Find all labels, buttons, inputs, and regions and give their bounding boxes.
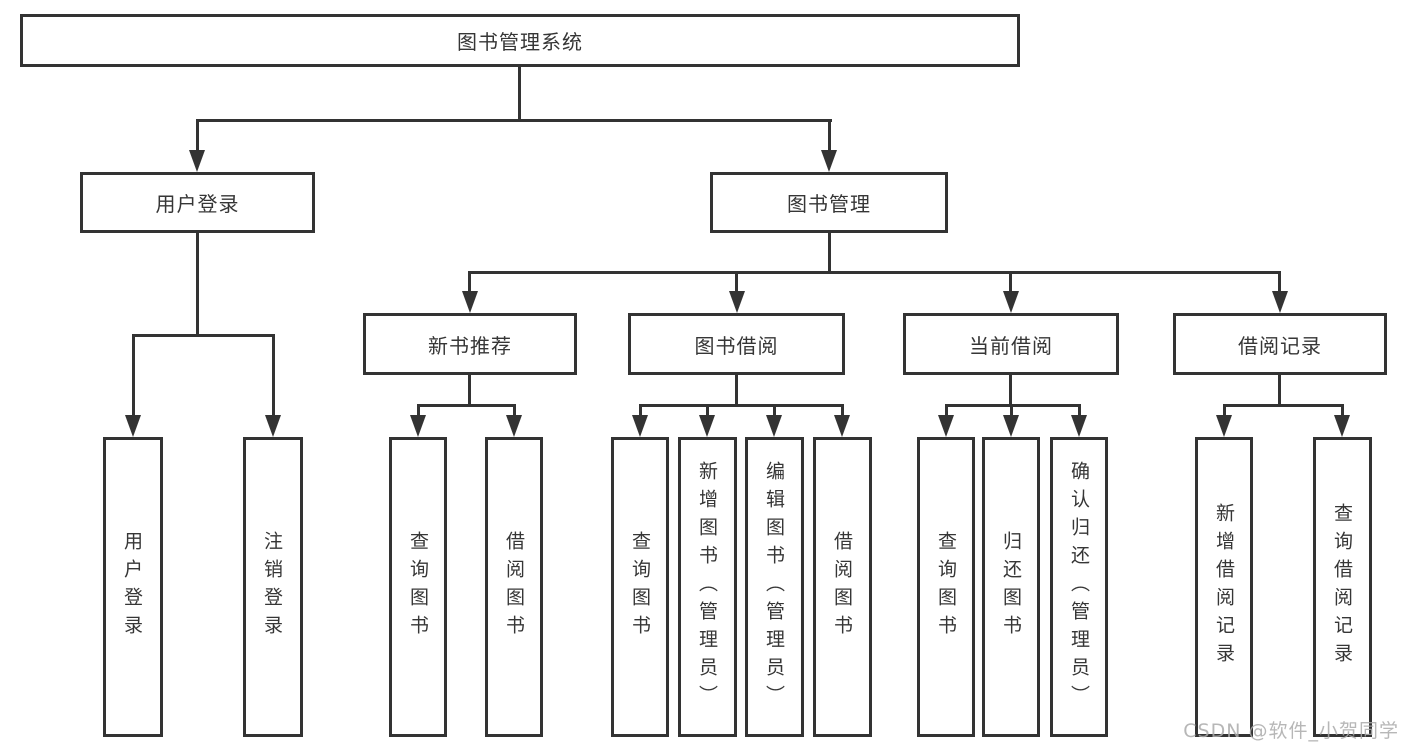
connector-line — [417, 404, 420, 416]
connector-line — [196, 119, 832, 122]
connector-line — [735, 374, 738, 406]
connector-line — [468, 271, 1281, 274]
node-leaf-user-login: 用户登录 — [103, 437, 163, 737]
node-leaf-confirm-return-admin: 确认归还（管理员） — [1050, 437, 1108, 737]
connector-line — [945, 404, 948, 416]
connector-line — [639, 404, 642, 416]
arrow-down-icon — [729, 291, 745, 313]
arrow-down-icon — [1071, 415, 1087, 437]
connector-line — [1010, 404, 1013, 416]
connector-line — [1278, 374, 1281, 406]
connector-line — [417, 404, 516, 407]
node-book-management: 图书管理 — [710, 172, 948, 233]
connector-line — [1341, 404, 1344, 416]
node-borrow-records: 借阅记录 — [1173, 313, 1387, 375]
connector-line — [468, 271, 471, 293]
node-leaf-query-books-borrow: 查询图书 — [611, 437, 669, 737]
arrow-down-icon — [1003, 291, 1019, 313]
arrow-down-icon — [821, 150, 837, 172]
node-current-borrow: 当前借阅 — [903, 313, 1119, 375]
node-new-book-recommend: 新书推荐 — [363, 313, 577, 375]
connector-line — [132, 334, 275, 337]
connector-line — [639, 404, 844, 407]
node-library-management-system: 图书管理系统 — [20, 14, 1020, 67]
connector-line — [828, 119, 831, 152]
node-book-borrow: 图书借阅 — [628, 313, 845, 375]
node-leaf-borrow-books-recommend: 借阅图书 — [485, 437, 543, 737]
connector-line — [1009, 374, 1012, 406]
connector-line — [841, 404, 844, 416]
node-leaf-add-books-admin: 新增图书（管理员） — [678, 437, 737, 737]
connector-line — [518, 67, 521, 122]
node-leaf-borrow-books: 借阅图书 — [813, 437, 872, 737]
arrow-down-icon — [766, 415, 782, 437]
arrow-down-icon — [1334, 415, 1350, 437]
node-leaf-query-borrow-record: 查询借阅记录 — [1313, 437, 1372, 737]
connector-line — [1223, 404, 1226, 416]
connector-line — [706, 404, 709, 416]
connector-line — [1009, 271, 1012, 293]
arrow-down-icon — [632, 415, 648, 437]
connector-line — [513, 404, 516, 416]
arrow-down-icon — [125, 415, 141, 437]
watermark-text: CSDN @软件_小贺同学 — [1183, 720, 1399, 742]
arrow-down-icon — [506, 415, 522, 437]
connector-line — [1078, 404, 1081, 416]
connector-line — [132, 334, 135, 416]
arrow-down-icon — [938, 415, 954, 437]
arrow-down-icon — [1272, 291, 1288, 313]
node-leaf-logout: 注销登录 — [243, 437, 303, 737]
connector-line — [773, 404, 776, 416]
node-leaf-query-books-current: 查询图书 — [917, 437, 975, 737]
node-leaf-return-books: 归还图书 — [982, 437, 1040, 737]
arrow-down-icon — [834, 415, 850, 437]
connector-line — [196, 119, 199, 152]
connector-line — [1223, 404, 1344, 407]
arrow-down-icon — [1216, 415, 1232, 437]
connector-line — [828, 232, 831, 273]
connector-line — [196, 232, 199, 336]
arrow-down-icon — [189, 150, 205, 172]
node-leaf-add-borrow-record: 新增借阅记录 — [1195, 437, 1253, 737]
node-leaf-edit-books-admin: 编辑图书（管理员） — [745, 437, 804, 737]
arrow-down-icon — [265, 415, 281, 437]
arrow-down-icon — [699, 415, 715, 437]
arrow-down-icon — [1003, 415, 1019, 437]
node-user-login: 用户登录 — [80, 172, 315, 233]
connector-line — [272, 334, 275, 416]
arrow-down-icon — [410, 415, 426, 437]
connector-line — [1278, 271, 1281, 293]
connector-line — [945, 404, 1081, 407]
arrow-down-icon — [462, 291, 478, 313]
node-leaf-query-books-recommend: 查询图书 — [389, 437, 447, 737]
connector-line — [735, 271, 738, 293]
connector-line — [468, 374, 471, 406]
